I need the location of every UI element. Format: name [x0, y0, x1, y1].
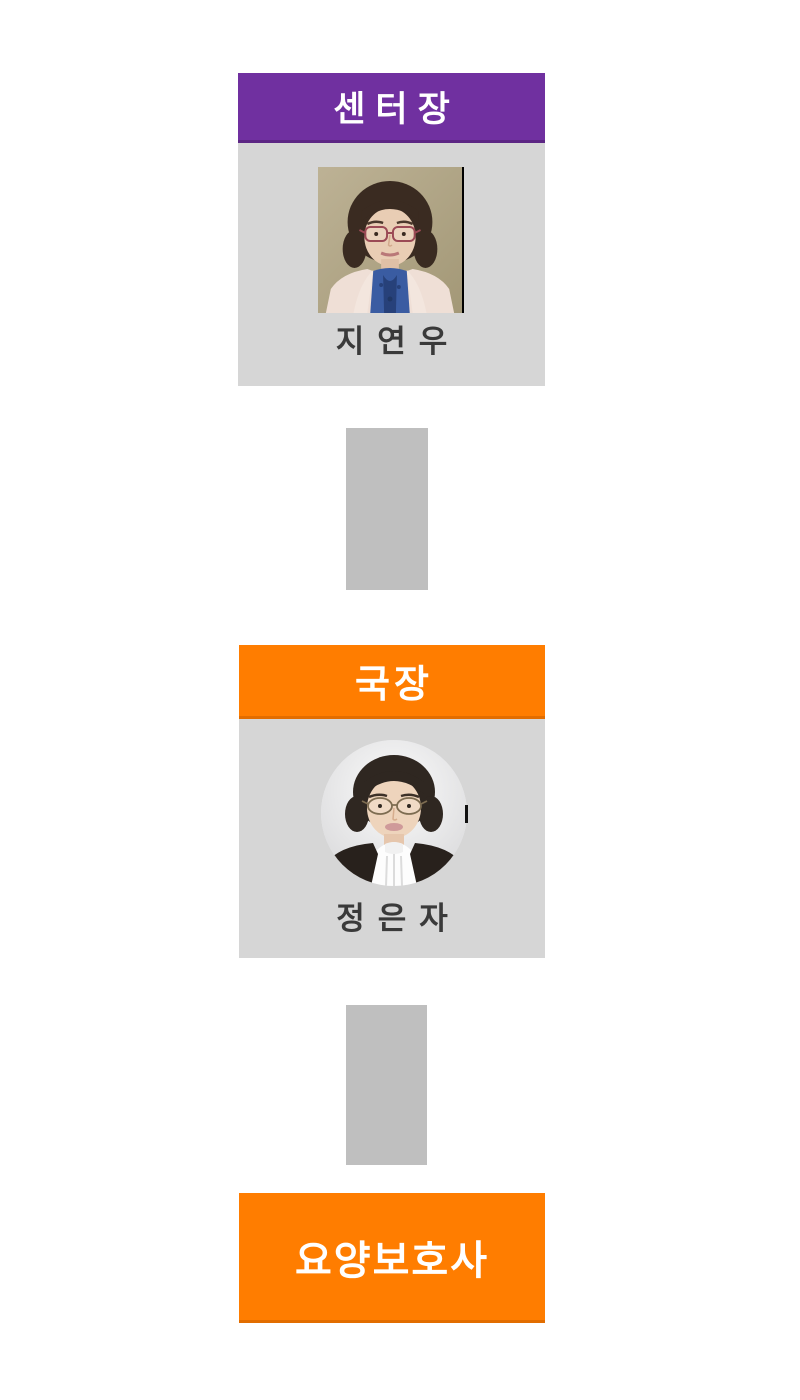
node-title: 요양보호사: [295, 1238, 489, 1283]
node-title: 국장: [355, 664, 433, 706]
woman-portrait-circle-photo: [321, 740, 467, 886]
org-node-director: 국장: [239, 645, 545, 958]
org-node-caregiver: 요양보호사: [239, 1193, 545, 1323]
node-title-bar-center-director: 센터장: [238, 73, 545, 143]
photo-edge-artifact: [465, 805, 468, 823]
org-node-center-director: 센터장: [238, 73, 545, 386]
node-title-bar-director: 국장: [239, 645, 545, 719]
node-body-center-director: 지연우: [238, 143, 545, 386]
node-title: 센터장: [333, 90, 460, 129]
woman-portrait-square-photo: [318, 167, 464, 313]
connector-line-1: [346, 428, 428, 590]
node-body-director: 정은자: [239, 719, 545, 958]
person-name: 지연우: [335, 324, 461, 359]
connector-line-2: [346, 1005, 427, 1165]
person-name: 정은자: [336, 901, 461, 936]
